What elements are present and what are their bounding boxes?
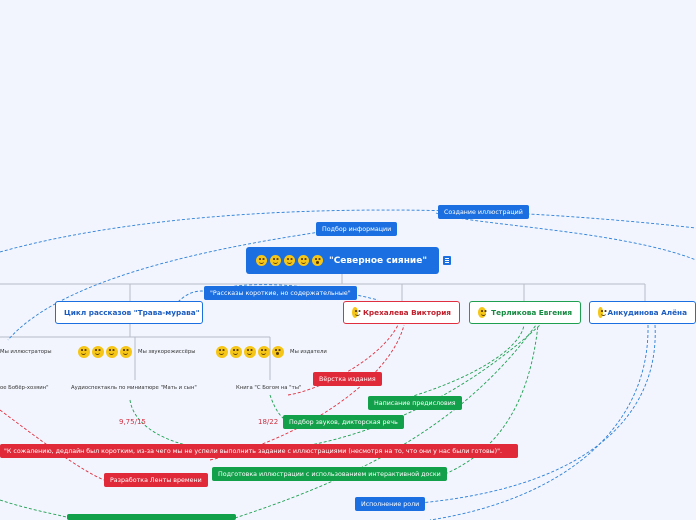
slight-smile-face-icon — [258, 346, 270, 358]
item-beaver[interactable]: ое Бобёр-хозяин" — [0, 385, 49, 391]
surprised-face-icon — [312, 255, 323, 266]
branch-cycle-label: Цикл рассказов "Трава-мурава" — [64, 308, 200, 317]
item-audio[interactable]: Аудиоспектакль по миниатюре "Мать и сын" — [71, 385, 197, 391]
slight-smile-face-icon — [598, 307, 606, 318]
grinning-face-icon — [256, 255, 267, 266]
dashed-link — [0, 209, 696, 253]
branch-ankudinova[interactable]: Анкудинова Алёна — [589, 301, 696, 324]
tag-layout[interactable]: Вёрстка издания — [313, 372, 382, 386]
dashed-link — [429, 324, 649, 520]
central-topic-title: "Северное сияние" — [329, 255, 428, 266]
grinning-face-icon — [78, 346, 90, 358]
slight-smile-face-icon — [478, 307, 487, 318]
smiling-face-icon — [92, 346, 104, 358]
branch-cycle[interactable]: Цикл рассказов "Трава-мурава" — [55, 301, 203, 324]
branch-krekhaleva-label: Крехалева Виктория — [362, 308, 451, 317]
branch-terlikova[interactable]: Терликова Евгения — [469, 301, 581, 324]
item-book[interactable]: Книга "С Богом на "ты" — [236, 385, 302, 391]
notes-icon[interactable] — [443, 256, 451, 265]
neutral-face-icon — [106, 346, 118, 358]
score-audio: 9,75/15 — [119, 418, 146, 426]
tag-stories[interactable]: "Рассказы короткие, но содержательные" — [204, 286, 357, 300]
tag-illustrations[interactable]: Создание иллюстраций — [438, 205, 529, 219]
group-sound-label: Мы звукорежиссёры — [138, 349, 196, 355]
tag-ribbon[interactable]: Разработка Ленты времени — [104, 473, 208, 487]
group-sound[interactable]: Мы звукорежиссёры — [78, 346, 195, 358]
dashed-link — [7, 231, 321, 341]
tag-info[interactable]: Подбор информации — [316, 222, 398, 236]
tag-preface[interactable]: Написание предисловия — [368, 396, 462, 410]
group-publishers-label: Мы издатели — [290, 349, 327, 355]
smiling-face-icon — [270, 255, 281, 266]
dashed-link — [444, 324, 539, 475]
tag-role[interactable]: Исполнение роли — [355, 497, 426, 511]
central-topic[interactable]: "Северное сияние" — [246, 247, 451, 274]
branch-terlikova-label: Терликова Евгения — [491, 308, 572, 317]
smiling-face-icon — [230, 346, 242, 358]
tag-sounds[interactable]: Подбор звуков, дикторская речь — [283, 415, 404, 429]
neutral-face-icon — [284, 255, 295, 266]
dashed-link — [435, 212, 696, 261]
slight-smile-face-icon — [120, 346, 132, 358]
dashed-link — [0, 499, 71, 519]
group-publishers[interactable]: Мы издатели — [216, 346, 327, 358]
slight-smile-face-icon — [298, 255, 309, 266]
tag-bottom[interactable] — [67, 514, 236, 520]
tag-regret[interactable]: "К сожалению, дедлайн был коротким, из-з… — [0, 444, 518, 458]
neutral-face-icon — [244, 346, 256, 358]
dashed-link — [177, 290, 213, 303]
tag-board[interactable]: Подготовка иллюстрации с использованием … — [212, 467, 447, 481]
grinning-face-icon — [352, 307, 360, 318]
surprised-face-icon — [272, 346, 284, 358]
grinning-face-icon — [216, 346, 228, 358]
dashed-link — [369, 324, 656, 507]
dashed-link — [399, 324, 525, 401]
dashed-link — [287, 324, 399, 396]
branch-krekhaleva[interactable]: Крехалева Виктория — [343, 301, 460, 324]
branch-ankudinova-label: Анкудинова Алёна — [607, 308, 687, 317]
group-illustrators[interactable]: Мы иллюстраторы — [0, 349, 52, 355]
score-book: 18/22 — [258, 418, 279, 426]
